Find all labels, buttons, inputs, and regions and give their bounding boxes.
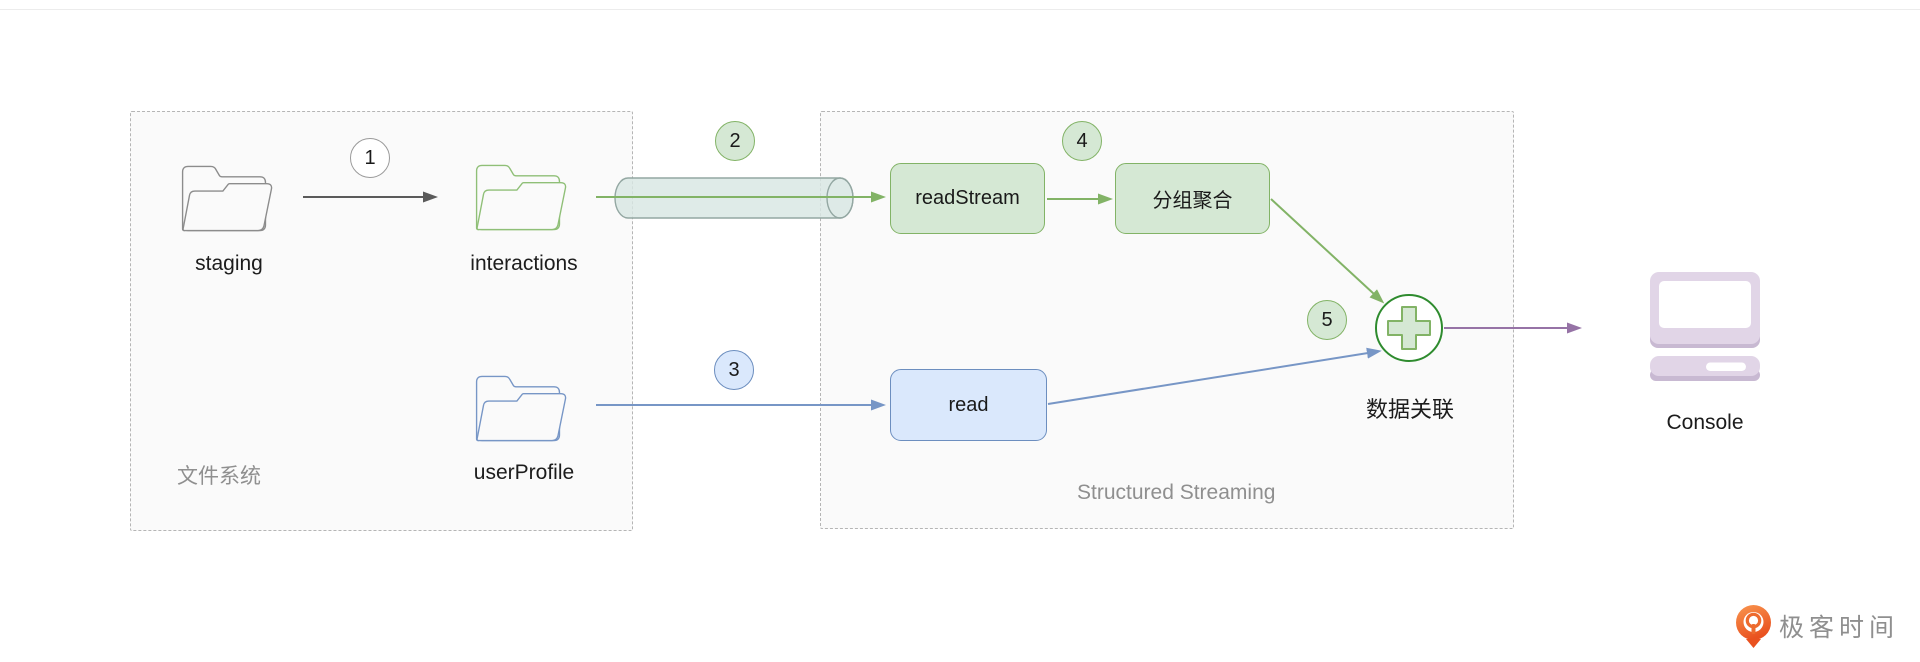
userprofile-folder-icon: [475, 375, 567, 442]
step-badge-1: 1: [350, 138, 390, 178]
interactions-label: interactions: [470, 252, 578, 275]
console-label: Console: [1666, 411, 1744, 434]
structured-streaming-label: Structured Streaming: [1077, 481, 1276, 504]
staging-label: staging: [195, 252, 263, 275]
data-join-node: [1375, 294, 1443, 362]
read-node: read: [890, 369, 1047, 441]
group-aggregation-node: 分组聚合: [1115, 163, 1270, 234]
readstream-node-label: readStream: [915, 187, 1020, 209]
userprofile-label: userProfile: [473, 461, 575, 484]
staging-folder-icon: [181, 165, 273, 232]
step-badge-3: 3: [714, 350, 754, 390]
file-system-label: 文件系统: [177, 465, 261, 488]
geektime-logo-icon: [1736, 605, 1771, 648]
stream-pipe: [614, 177, 854, 219]
group-aggregation-node-label: 分组聚合: [1152, 190, 1233, 212]
interactions-folder-icon: [475, 164, 567, 231]
top-divider: [0, 9, 1920, 10]
step-badge-5: 5: [1307, 300, 1347, 340]
readstream-node: readStream: [890, 163, 1045, 234]
data-join-label: 数据关联: [1365, 397, 1454, 422]
step-badge-4: 4: [1062, 121, 1102, 161]
console-icon: [1650, 272, 1760, 381]
geektime-logo-text: 极客时间: [1779, 614, 1900, 642]
join-plus-icon: [1387, 306, 1431, 350]
read-node-label: read: [948, 393, 989, 416]
step-badge-2: 2: [715, 121, 755, 161]
